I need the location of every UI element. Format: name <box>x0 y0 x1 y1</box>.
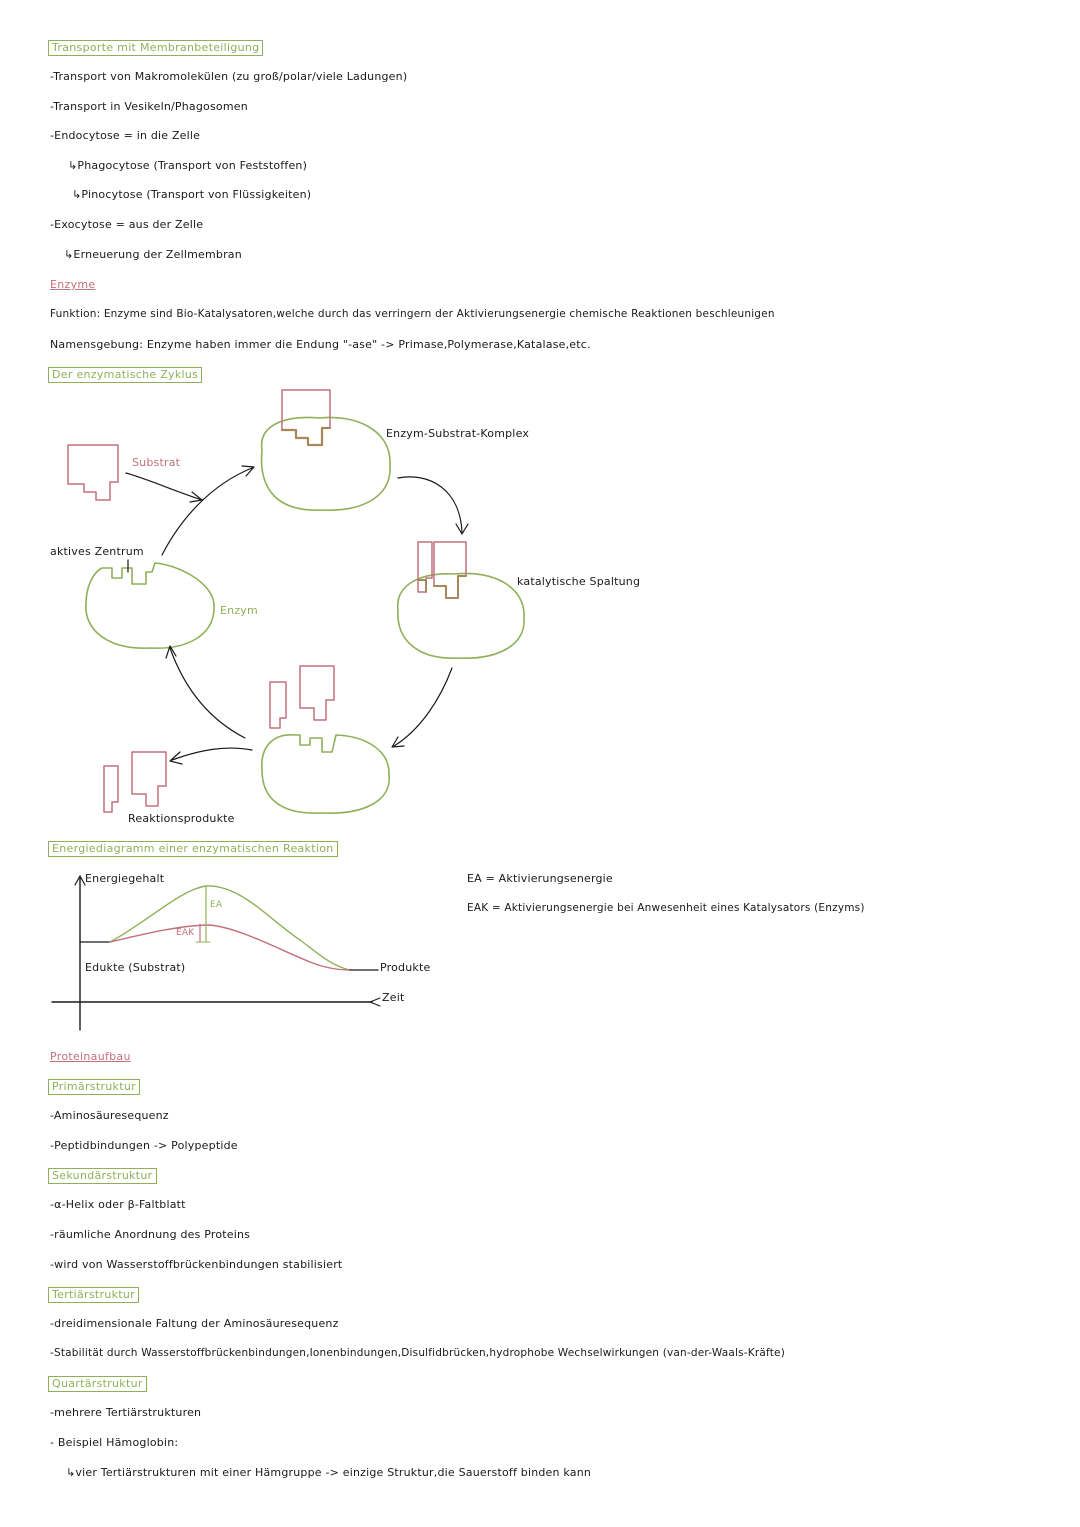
release-enzyme-shape <box>261 734 390 814</box>
transport-line-7: ↳Erneuerung der Zellmembran <box>64 248 242 261</box>
enzyme-heading: Enzyme <box>50 278 96 291</box>
educts-label: Edukte (Substrat) <box>85 961 186 974</box>
transport-line-1: -Transport von Makromolekülen (zu groß/p… <box>50 70 408 83</box>
secondary-line-1: -α-Helix oder β-Faltblatt <box>50 1198 186 1211</box>
secondary-line-3: -wird von Wasserstoffbrückenbindungen st… <box>50 1258 343 1271</box>
protein-heading: Proteinaufbau <box>50 1050 131 1063</box>
label-enzym: Enzym <box>220 604 258 617</box>
cleavage-enzyme-shape <box>397 572 525 659</box>
primary-line-2: -Peptidbindungen -> Polypeptide <box>50 1139 238 1152</box>
cycle-heading: Der enzymatische Zyklus <box>48 367 203 383</box>
legend-ea: EA = Aktivierungsenergie <box>467 872 613 885</box>
product-shape-1 <box>103 765 119 813</box>
primary-line-1: -Aminosäuresequenz <box>50 1109 169 1122</box>
enzyme-function: Funktion: Enzyme sind Bio-Katalysatoren,… <box>50 308 775 320</box>
transport-line-3: -Endocytose = in die Zelle <box>50 129 201 142</box>
primary-heading: Primärstruktur <box>48 1079 140 1095</box>
label-cleavage: katalytische Spaltung <box>517 575 641 588</box>
curve-ea <box>109 885 351 971</box>
quaternary-line-1: -mehrere Tertiärstrukturen <box>50 1406 202 1419</box>
energy-heading: Energiediagramm einer enzymatischen Reak… <box>48 841 338 857</box>
transport-line-6: -Exocytose = aus der Zelle <box>50 218 204 231</box>
quaternary-line-2: - Beispiel Hämoglobin: <box>50 1436 179 1449</box>
secondary-heading: Sekundärstruktur <box>48 1168 157 1184</box>
transport-line-5: ↳Pinocytose (Transport von Flüssigkeiten… <box>72 188 312 201</box>
label-active-center: aktives Zentrum <box>50 545 144 558</box>
tertiary-line-2: -Stabilität durch Wasserstoffbrückenbind… <box>50 1347 785 1359</box>
ea-marker: EA <box>210 900 223 910</box>
substrate-shape <box>67 444 119 501</box>
enzyme-naming: Namensgebung: Enzyme haben immer die End… <box>50 338 591 351</box>
label-substrat: Substrat <box>132 456 181 469</box>
label-complex: Enzym-Substrat-Komplex <box>386 427 530 440</box>
y-axis-label: Energiegehalt <box>85 872 165 885</box>
products-label: Produkte <box>380 961 431 974</box>
transport-heading: Transporte mit Membranbeteiligung <box>48 40 264 56</box>
enzyme-complex-shape <box>260 416 391 511</box>
label-products: Reaktionsprodukte <box>128 812 235 825</box>
enzyme-shape <box>85 562 215 649</box>
curve-eak <box>109 924 351 971</box>
tertiary-heading: Tertiärstruktur <box>48 1287 139 1303</box>
quaternary-heading: Quartärstruktur <box>48 1376 147 1392</box>
eak-marker: EAK <box>176 928 195 938</box>
transport-line-2: -Transport in Vesikeln/Phagosomen <box>50 100 248 113</box>
x-axis-label: Zeit <box>382 991 405 1004</box>
transport-line-4: ↳Phagocytose (Transport von Feststoffen) <box>68 159 308 172</box>
tertiary-line-1: -dreidimensionale Faltung der Aminosäure… <box>50 1317 339 1330</box>
legend-eak: EAK = Aktivierungsenergie bei Anwesenhei… <box>467 902 865 914</box>
quaternary-line-3: ↳vier Tertiärstrukturen mit einer Hämgru… <box>66 1466 592 1479</box>
secondary-line-2: -räumliche Anordnung des Proteins <box>50 1228 251 1241</box>
product-shape-2 <box>131 751 167 807</box>
